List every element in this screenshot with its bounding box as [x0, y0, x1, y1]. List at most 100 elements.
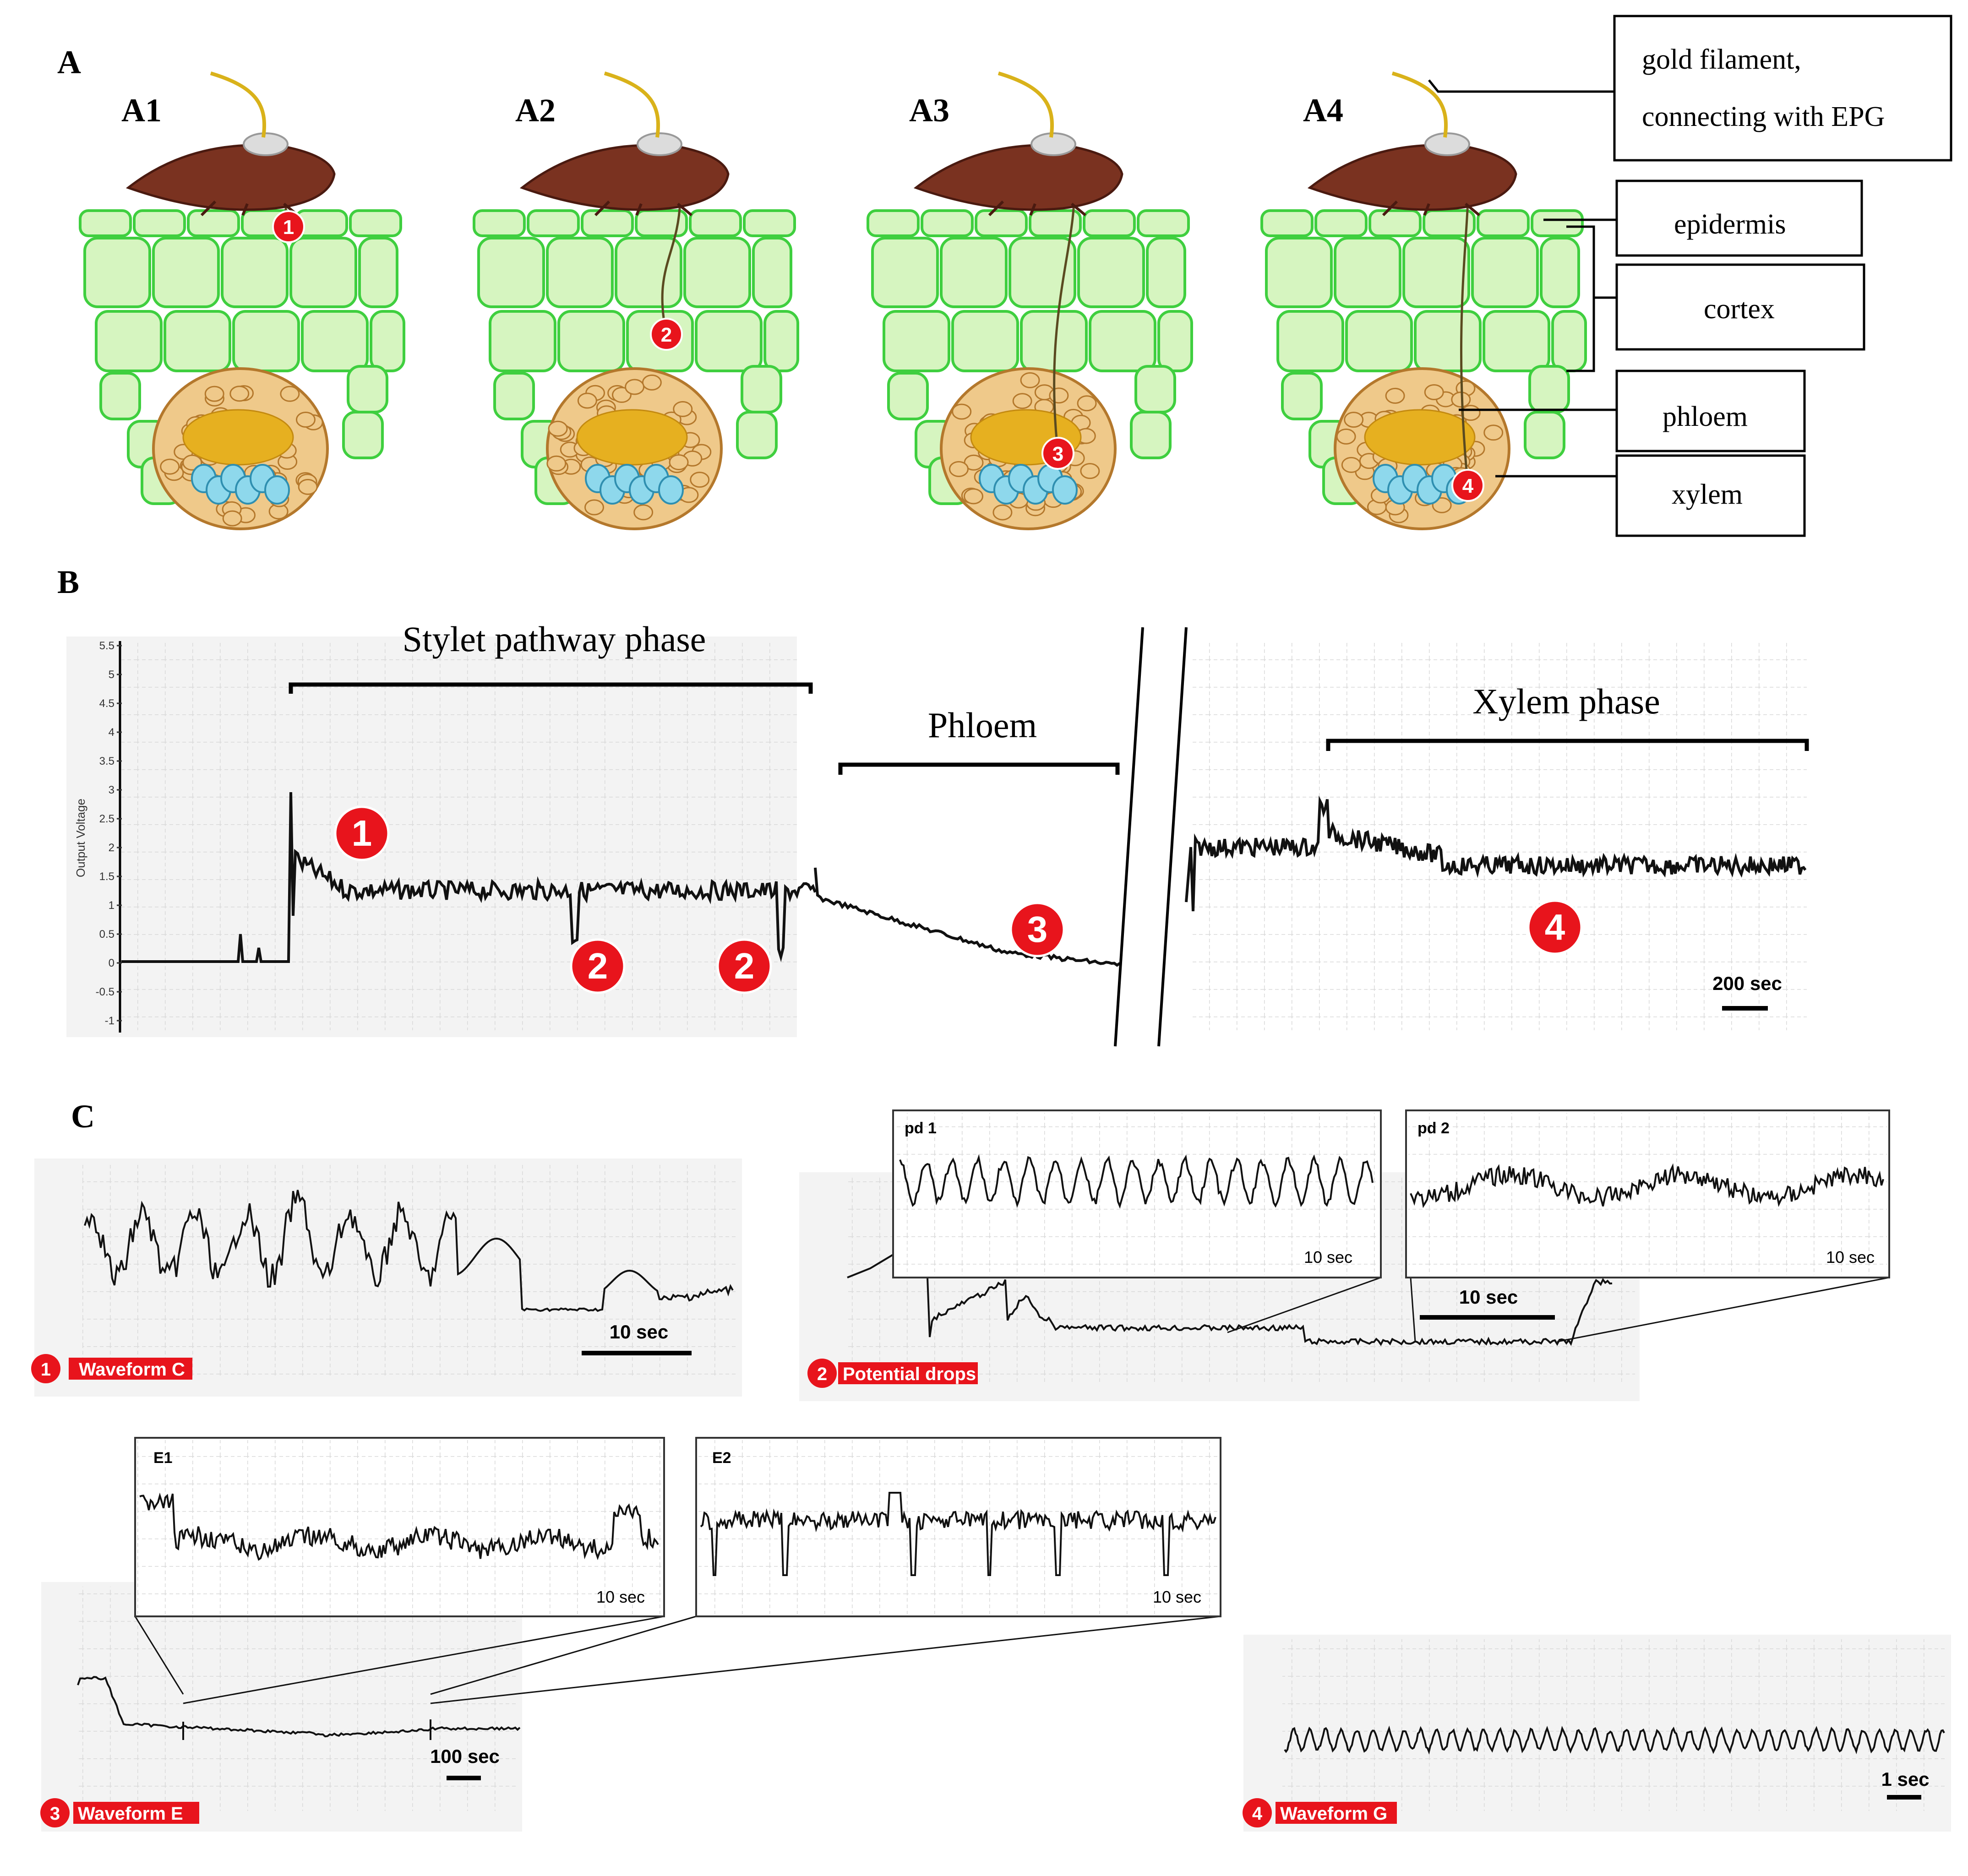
cortex-cell [883, 310, 950, 372]
c3-plot-grid [78, 1587, 518, 1811]
cortex-cell [347, 365, 388, 413]
e1-inset-grid [137, 1440, 662, 1614]
b-y-tick: -0.5 [96, 986, 114, 998]
b-y-tick: 3.5 [99, 755, 114, 767]
gold-filament-box [1613, 15, 1952, 162]
aphid-leg [594, 200, 692, 217]
stage-label: A1 [121, 92, 162, 129]
b-left-plot-grid [121, 641, 797, 1030]
b-phase-marker [1527, 899, 1583, 955]
phloem-cell [992, 504, 1013, 521]
stage-label: A2 [515, 92, 556, 129]
c3-zoom-lines [134, 1615, 1221, 1704]
stylet-position-number: 4 [1462, 475, 1474, 497]
phloem-cell [577, 392, 597, 409]
phloem-cell [222, 510, 242, 527]
c1-label: Waveform C [79, 1359, 185, 1380]
b-phase-marker-number: 3 [1027, 909, 1048, 950]
phloem-cell [280, 386, 300, 402]
b-y-tick: 5 [109, 669, 114, 681]
epidermis-cell [1423, 209, 1476, 237]
b-trace-stylet [121, 792, 817, 963]
b-y-tick: 4.5 [99, 697, 114, 710]
c4-waveform-g-chart: 1 sec 4 Waveform G [1243, 1635, 1951, 1832]
b-y-tick: 2 [109, 842, 114, 854]
aphid-body [1307, 144, 1517, 211]
stage-a1: A1 1 [79, 71, 405, 530]
c4-marker-number: 4 [1252, 1804, 1263, 1824]
cortex-cell [99, 372, 141, 420]
c1-scale-label: 10 sec [610, 1321, 668, 1343]
e1-label: E1 [153, 1449, 173, 1467]
stage-label: A4 [1303, 92, 1343, 129]
stylet-position-marker [1041, 437, 1074, 470]
cortex-cell [683, 237, 751, 308]
cortex-cell [1414, 310, 1482, 372]
pd1-trace [899, 1154, 1374, 1209]
cortex-cell [95, 310, 163, 372]
c4-label-bg [1276, 1802, 1397, 1824]
aphid-leg [988, 200, 1086, 217]
epidermis-cell [743, 209, 796, 237]
phloem-cell [1461, 405, 1481, 421]
phloem-cell [1020, 372, 1040, 388]
cortex-cell [1334, 237, 1401, 308]
c2-scale-label: 10 sec [1459, 1286, 1518, 1308]
phloem-cell [964, 488, 984, 505]
cortex-cell [615, 237, 682, 308]
cortex-cell [1402, 237, 1470, 308]
cortex-label: cortex [1704, 294, 1775, 325]
cortex-cell [1157, 310, 1193, 372]
cortex-cell [695, 310, 763, 372]
stage-a3: A33 [867, 71, 1193, 530]
cortex-cell [152, 237, 220, 308]
c3-label: Waveform E [78, 1804, 183, 1824]
epidermis-cell [1029, 209, 1082, 237]
e2-label: E2 [712, 1449, 731, 1467]
cortex-box [1615, 263, 1865, 351]
cortex-cell [871, 237, 939, 308]
epidermis-cell [1260, 209, 1314, 237]
c3-marker-number: 3 [50, 1804, 60, 1824]
cortex-cell [1077, 237, 1145, 308]
phloem-core [1364, 409, 1476, 466]
phloem-cell [546, 455, 567, 472]
stylet-position-number: 1 [283, 216, 294, 239]
c1-label-bg [69, 1358, 192, 1380]
panel-b-label: B [57, 564, 79, 600]
c1-marker [31, 1354, 60, 1383]
aphid-body [913, 144, 1123, 211]
phloem-core [182, 409, 294, 466]
xylem-label: xylem [1672, 479, 1743, 510]
cortex-cell [1146, 237, 1186, 308]
gold-filament [1391, 71, 1448, 138]
b-phase-marker-number: 4 [1545, 907, 1565, 947]
gold-filament-label-line2: connecting with EPG [1642, 101, 1885, 132]
epidermis-cell [133, 209, 186, 237]
cortex-cell [1528, 365, 1570, 413]
xylem-phase-title: Xylem phase [1472, 681, 1660, 721]
phloem-cell [642, 374, 662, 391]
cortex-cell [1009, 237, 1076, 308]
glue-droplet [1030, 132, 1076, 156]
glue-droplet [243, 132, 289, 156]
pd2-inset-grid [1408, 1113, 1887, 1275]
b-trace-phloem [814, 867, 1121, 967]
phloem-cell [298, 479, 318, 495]
b-y-tick: -1 [105, 1015, 114, 1027]
epidermis-cell [581, 209, 634, 237]
stylet-position-marker [650, 318, 683, 351]
part-a-legend: gold filament, connecting with EPG epide… [1613, 15, 1952, 537]
epidermis-cell [527, 209, 580, 237]
phloem-cell [669, 454, 689, 470]
phloem-core [576, 409, 688, 466]
cortex-cell [1551, 310, 1587, 372]
cortex-cell [546, 237, 614, 308]
c3-marker [40, 1798, 70, 1827]
b-y-tick: 0.5 [99, 928, 114, 941]
phloem-cell [1341, 457, 1361, 473]
phloem-cell [1424, 384, 1444, 401]
xylem-box [1615, 454, 1806, 537]
